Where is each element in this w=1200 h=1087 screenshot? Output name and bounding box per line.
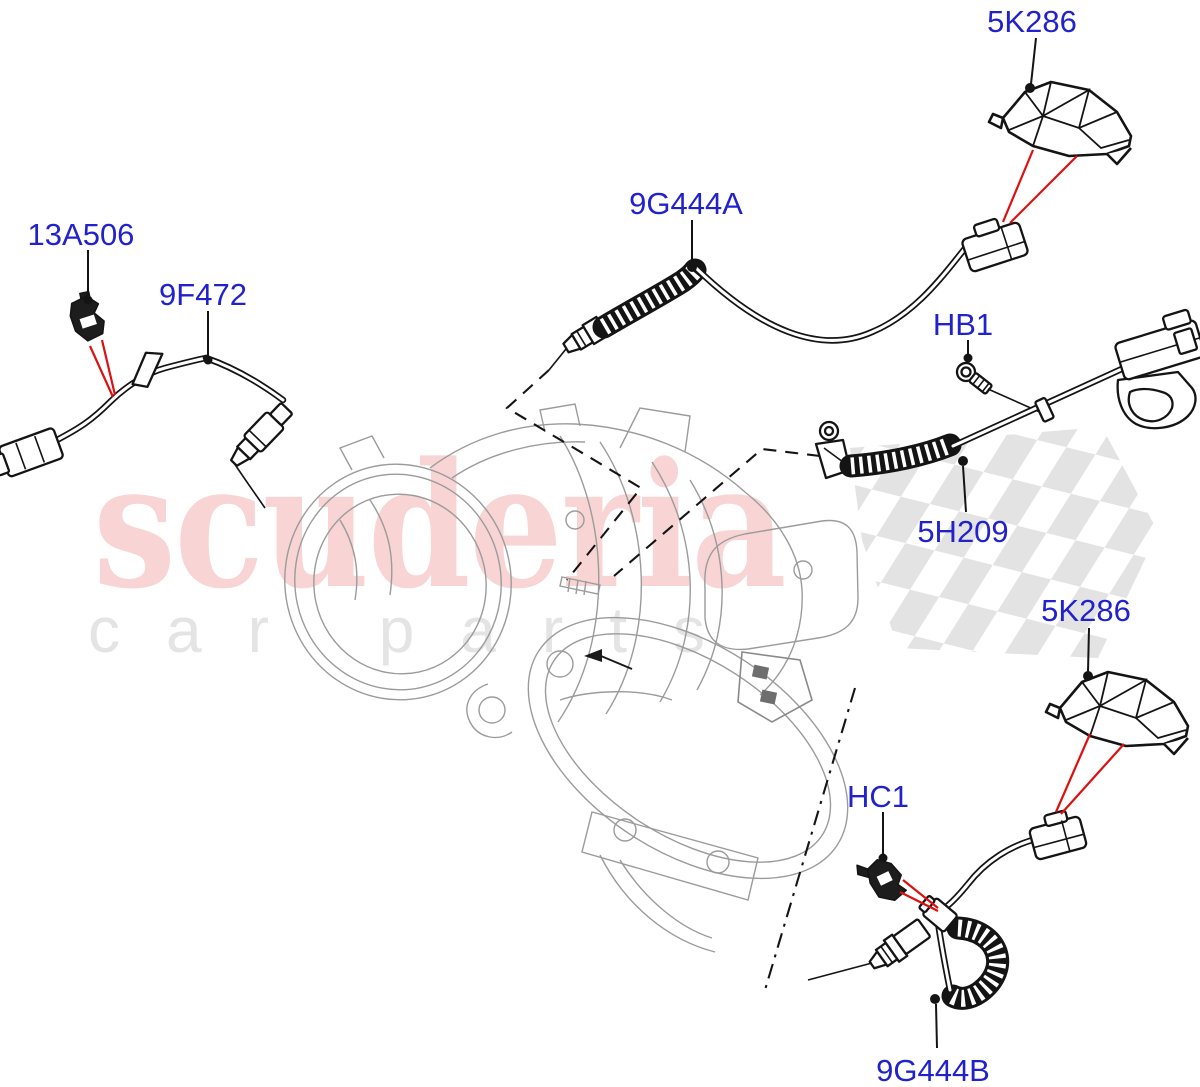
turbo-catalytic-converter-sketch <box>284 403 859 953</box>
checkered-flag-watermark <box>850 427 1158 658</box>
part-label-9f472: 9F472 <box>159 277 247 312</box>
part-label-hb1: HB1 <box>933 307 993 342</box>
part-label-9g444a: 9G444A <box>629 186 743 221</box>
o2-sensor-9g444a-drawing <box>562 217 1029 354</box>
part-label-hc1: HC1 <box>847 779 909 814</box>
part-label-9g444b: 9G444B <box>876 1053 990 1087</box>
connector-upper-drawing <box>961 217 1029 273</box>
part-label-5k286-bottom: 5K286 <box>1041 593 1131 628</box>
o2-sensor-9g444b-drawing <box>807 809 1088 1010</box>
heat-shield-upper-drawing <box>987 80 1133 166</box>
connector-lower-drawing <box>1028 809 1088 861</box>
dashed-alignment-lines <box>505 348 857 991</box>
position-arrow-icon <box>584 649 602 662</box>
heat-shield-lower-drawing <box>1044 670 1190 756</box>
watermark-subtitle: car parts <box>88 594 751 666</box>
harness-tube-drawing <box>814 308 1200 480</box>
egt-sensor-9f472-drawing <box>0 351 293 509</box>
bolt-hb1-drawing <box>955 361 1043 414</box>
part-label-5h209: 5H209 <box>917 514 1008 549</box>
clip-hc1-drawing <box>856 858 907 902</box>
red-pointer-lines <box>88 149 1125 912</box>
part-label-5k286-top: 5K286 <box>987 4 1077 39</box>
mount-bracket-drawing <box>584 649 813 723</box>
part-label-13a506: 13A506 <box>28 217 135 252</box>
leader-lines <box>83 37 1093 1049</box>
